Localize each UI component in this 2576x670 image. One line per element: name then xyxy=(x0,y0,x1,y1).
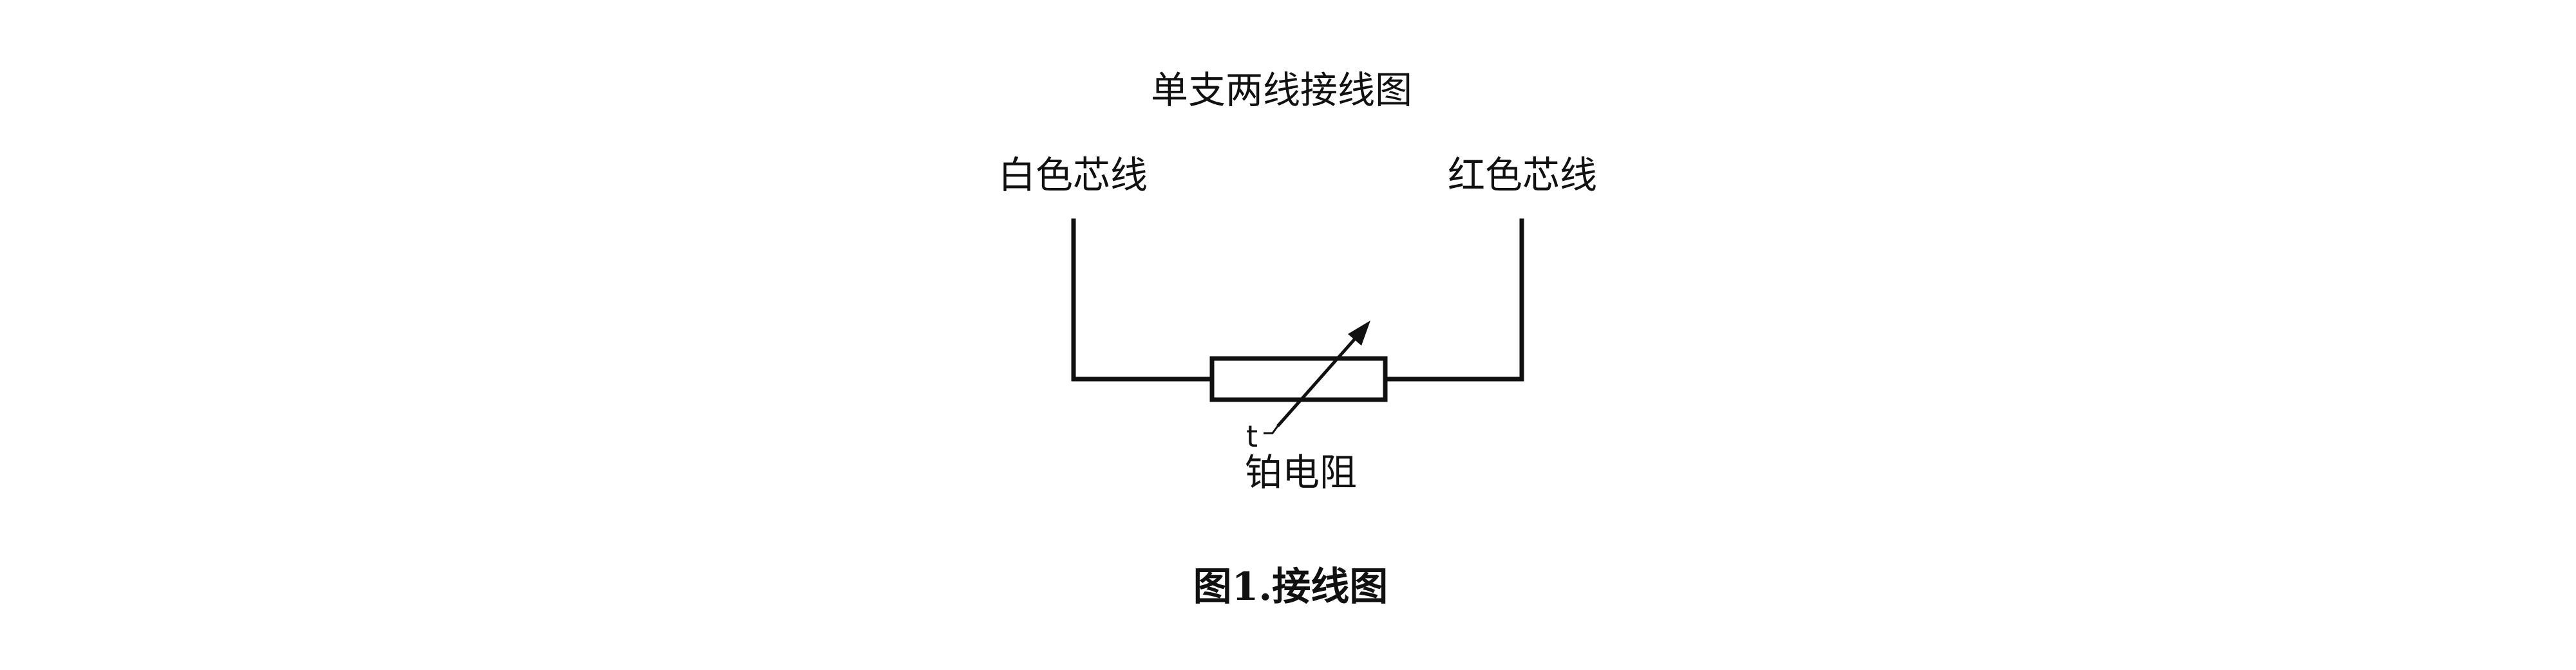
temperature-leader xyxy=(1264,425,1279,434)
diagram-title: 单支两线接线图 xyxy=(1151,68,1412,112)
right-wire xyxy=(1383,218,1524,382)
platinum-resistor xyxy=(1209,356,1388,402)
left-wire xyxy=(1071,218,1215,382)
resistor-label: 铂电阻 xyxy=(1245,451,1357,494)
right-wire-label: 红色芯线 xyxy=(1448,153,1597,197)
variable-arrow xyxy=(1276,330,1363,427)
arrow-head-icon xyxy=(1348,321,1370,346)
temperature-symbol: t xyxy=(1246,419,1258,454)
figure-caption: 图1.接线图 xyxy=(1193,564,1388,610)
left-wire-label: 白色芯线 xyxy=(998,153,1148,197)
